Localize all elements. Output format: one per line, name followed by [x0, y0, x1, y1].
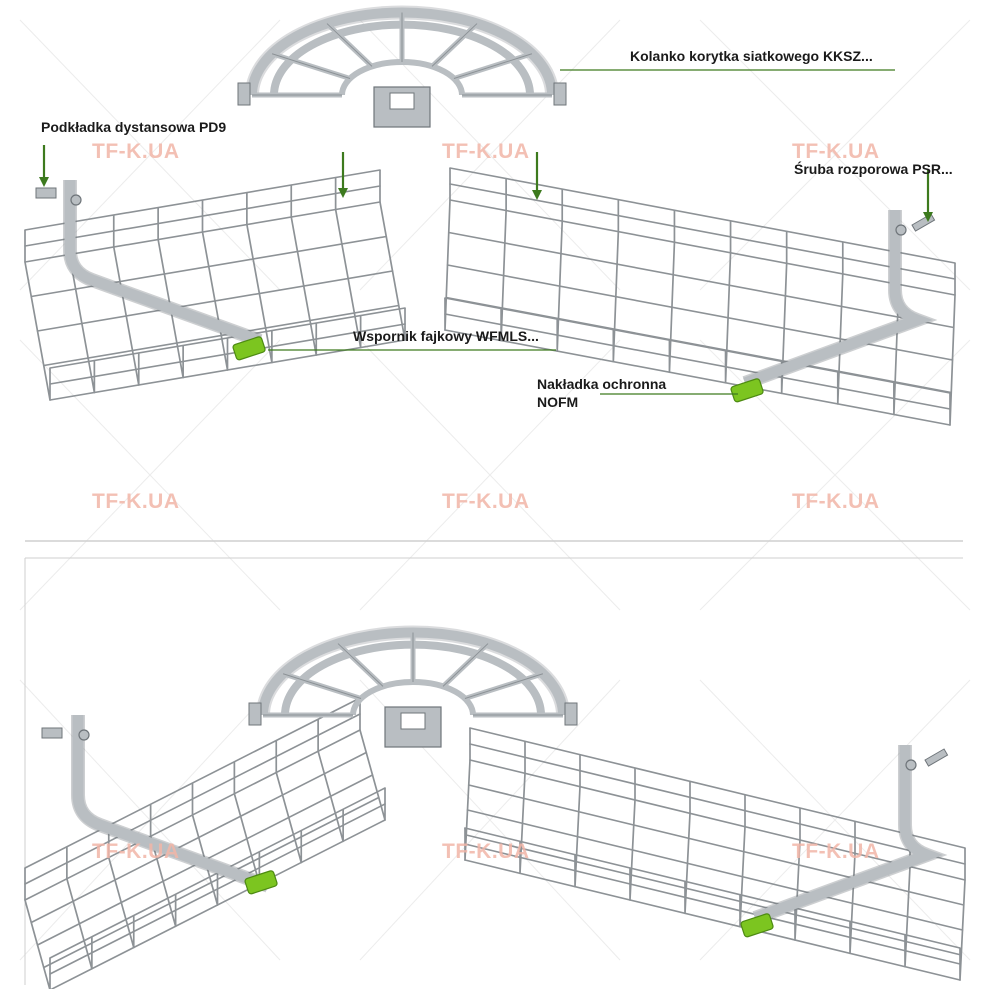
- cross-wire: [740, 795, 745, 927]
- cross-wire: [669, 210, 674, 372]
- cross-wire: [336, 178, 361, 348]
- cross-wire: [726, 221, 731, 383]
- bracket-right-top: [745, 210, 917, 383]
- cross-wire: [25, 230, 50, 400]
- cross-wire: [25, 868, 50, 989]
- cross-wire: [158, 208, 183, 378]
- side-wire: [450, 184, 955, 279]
- screw-psr: [925, 749, 948, 766]
- arrow-down-icon: [39, 177, 49, 187]
- bend-kksz-top: [554, 83, 566, 105]
- bolt: [79, 730, 89, 740]
- label-nofm-line1: Nakładka ochronna: [537, 376, 666, 393]
- cross-wire: [234, 762, 259, 884]
- bend-kksz-top: [238, 83, 250, 105]
- cross-wire: [630, 768, 635, 900]
- cross-wire: [445, 168, 450, 330]
- cross-wire: [276, 741, 301, 863]
- side-wire: [465, 844, 960, 964]
- screw-psr: [912, 214, 935, 231]
- cross-wire: [501, 179, 506, 341]
- bolt: [906, 760, 916, 770]
- bracket-right-bottom: [755, 745, 927, 918]
- bracket-left-top: [70, 180, 260, 341]
- bend-kksz-bottom: [401, 713, 425, 729]
- label-nofm-line2: NOFM: [537, 394, 578, 411]
- watermark: TF-K.UA: [442, 490, 529, 514]
- cross-wire: [360, 698, 385, 820]
- cross-wire: [291, 185, 316, 355]
- arrow-down-icon: [532, 190, 542, 200]
- label-kksz: Kolanko korytka siatkowego KKSZ...: [630, 48, 873, 65]
- bend-kksz-bottom: [565, 703, 577, 725]
- side-wire: [450, 168, 955, 263]
- bottom-wire: [466, 835, 961, 955]
- bend-kksz-bottom: [249, 703, 261, 725]
- cross-wire: [557, 189, 562, 351]
- bracket-left-top: [70, 180, 260, 341]
- cross-wire: [151, 804, 176, 926]
- bend-kksz-top: [390, 93, 414, 109]
- watermark: TF-K.UA: [442, 840, 529, 864]
- label-pd9: Podkładka dystansowa PD9: [41, 119, 226, 136]
- bottom-wire: [465, 860, 960, 980]
- cross-wire: [193, 783, 218, 905]
- side-wire: [470, 728, 965, 848]
- cross-wire: [575, 755, 580, 887]
- watermark: TF-K.UA: [92, 140, 179, 164]
- cross-wire: [613, 200, 618, 362]
- watermark: TF-K.UA: [792, 840, 879, 864]
- spacer-pd9: [36, 188, 56, 198]
- bolt: [896, 225, 906, 235]
- watermark: TF-K.UA: [92, 840, 179, 864]
- cross-wire: [795, 808, 800, 940]
- cross-wire: [67, 847, 92, 969]
- label-wfmls: Wspornik fajkowy WFMLS...: [353, 328, 539, 345]
- watermark: TF-K.UA: [442, 140, 529, 164]
- spacer-pd9: [42, 728, 62, 738]
- watermark: TF-K.UA: [92, 490, 179, 514]
- cross-wire: [960, 848, 965, 980]
- cross-wire: [950, 263, 955, 425]
- bolt: [71, 195, 81, 205]
- cross-wire: [203, 200, 228, 370]
- watermark: TF-K.UA: [792, 490, 879, 514]
- label-psr: Śruba rozporowa PSR...: [794, 161, 953, 178]
- side-wire: [465, 828, 960, 948]
- cross-wire: [318, 719, 343, 841]
- cross-wire: [838, 242, 843, 404]
- cross-wire: [685, 781, 690, 913]
- cross-wire: [380, 170, 405, 340]
